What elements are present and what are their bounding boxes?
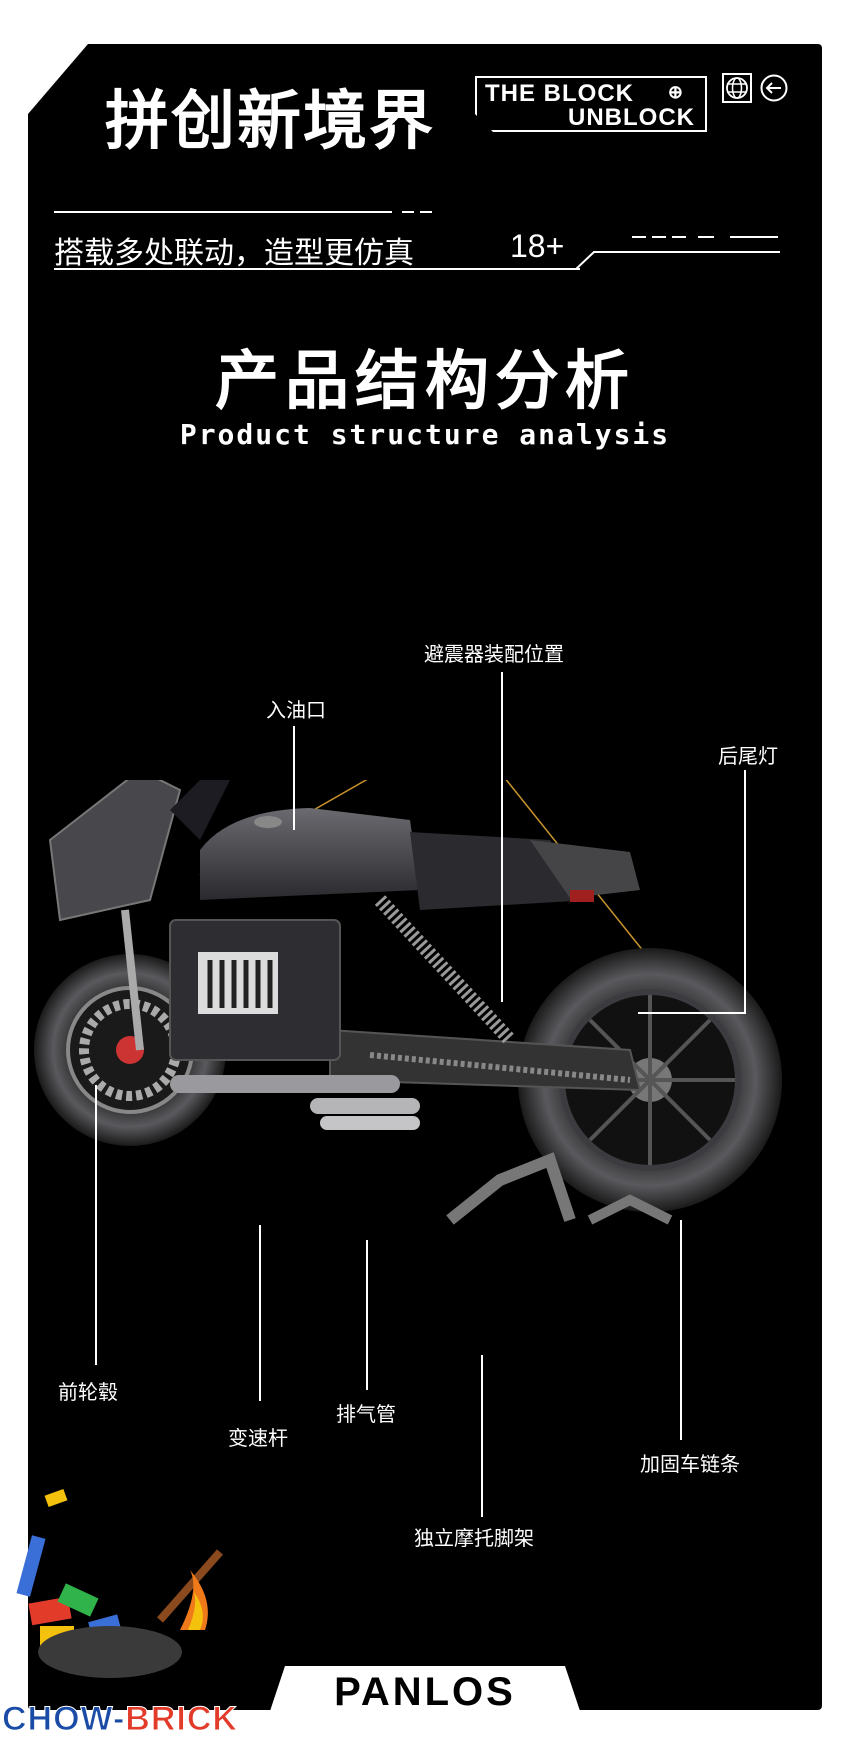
fuel-tank bbox=[200, 808, 420, 900]
front-fairing bbox=[48, 780, 182, 922]
divider-top bbox=[54, 211, 392, 213]
motorcycle-illustration bbox=[34, 780, 782, 1225]
callout-stand: 独立摩托脚架 bbox=[414, 1526, 534, 1550]
divider-top-dash bbox=[402, 211, 414, 213]
callout-line bbox=[501, 672, 503, 1002]
globe-icon[interactable] bbox=[722, 73, 752, 103]
shock-absorber bbox=[374, 895, 516, 1045]
divider-right-dash bbox=[730, 236, 778, 238]
callout-line bbox=[744, 770, 746, 1014]
tail-light bbox=[570, 890, 594, 902]
callout-line bbox=[259, 1225, 261, 1401]
kickstand bbox=[446, 1152, 576, 1225]
watermark-part-b: BRICK bbox=[125, 1700, 238, 1739]
tag-line-1: THE BLOCK bbox=[485, 80, 634, 107]
subtitle: 搭载多处联动，造型更仿真 bbox=[54, 236, 414, 271]
wok-bricks-logo-icon bbox=[16, 1488, 223, 1678]
divider-top-dash bbox=[420, 211, 432, 213]
callout-fuel-inlet: 入油口 bbox=[266, 698, 326, 722]
divider-bottom-step bbox=[576, 251, 780, 270]
section-subtitle: Product structure analysis bbox=[179, 418, 671, 451]
divider-right-dash bbox=[632, 236, 646, 238]
section-title: 产品结构分析 bbox=[215, 345, 635, 419]
divider-right-dash bbox=[652, 236, 666, 238]
tail-section bbox=[530, 840, 640, 898]
divider-right-dash bbox=[672, 236, 686, 238]
callout-line bbox=[95, 1085, 97, 1365]
tag-line-2: UNBLOCK bbox=[568, 104, 695, 131]
callout-front-hub: 前轮毂 bbox=[58, 1380, 118, 1404]
swingarm bbox=[329, 1028, 642, 1092]
callout-tail-light: 后尾灯 bbox=[718, 744, 778, 768]
callout-gear-lever: 变速杆 bbox=[228, 1426, 288, 1450]
callout-chain: 加固车链条 bbox=[640, 1452, 740, 1476]
chow-brick-watermark: CHOW-BRICK bbox=[2, 1700, 238, 1739]
divider-right-dash bbox=[698, 236, 714, 238]
exhaust-pipe bbox=[170, 1075, 400, 1093]
callout-line bbox=[638, 1012, 746, 1014]
plus-circle-icon: ⊕ bbox=[667, 82, 683, 102]
callout-line bbox=[366, 1240, 368, 1390]
arrow-left-circle-icon[interactable] bbox=[760, 74, 788, 102]
divider-bottom bbox=[54, 268, 580, 270]
watermark-part-a: CHOW bbox=[2, 1700, 113, 1739]
brand-tab bbox=[265, 1666, 585, 1726]
callout-exhaust: 排气管 bbox=[336, 1402, 396, 1426]
windscreen bbox=[170, 780, 230, 840]
brand-logo: PANLOS bbox=[334, 1670, 516, 1714]
watermark-separator: - bbox=[112, 1700, 126, 1739]
block-tag: THE BLOCK ⊕ UNBLOCK bbox=[475, 76, 707, 132]
callout-shock-mount: 避震器装配位置 bbox=[424, 642, 564, 666]
hero-title: 拼创新境界 bbox=[105, 85, 435, 159]
callout-line bbox=[680, 1220, 682, 1440]
age-badge: 18+ bbox=[510, 228, 565, 264]
callout-line bbox=[481, 1355, 483, 1517]
callout-line bbox=[293, 726, 295, 830]
